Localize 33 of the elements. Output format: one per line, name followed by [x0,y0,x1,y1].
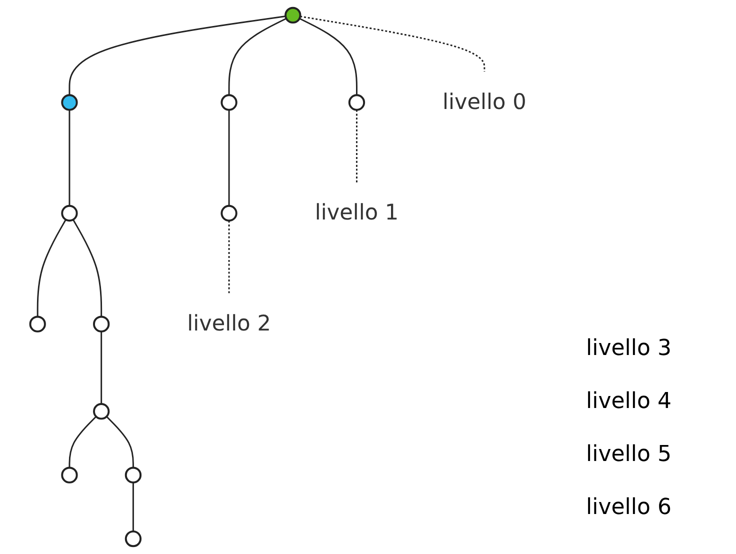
connector [72,219,102,317]
connector [68,110,70,206]
connector [299,18,358,96]
connector [36,219,66,317]
node-circle [61,204,78,222]
node-circle [124,530,142,548]
connector [228,18,287,96]
level-label: livello 3 [586,336,672,361]
connector [228,110,230,206]
connector [356,110,358,182]
node-circle [93,403,110,420]
node-circle [220,94,238,111]
node-circle [61,466,78,484]
level-label: livello 4 [586,389,672,414]
level-label: livello 6 [586,495,672,520]
connector [132,482,134,532]
node-circle [29,316,46,332]
connector [106,416,134,468]
node-circle [348,94,366,111]
node-circle [93,316,110,332]
node-circle [61,94,78,111]
level-label: livello 5 [586,442,672,467]
node-text: livello 0 [442,90,526,115]
node-circle [124,466,142,484]
connector [68,416,97,468]
connector [100,331,102,404]
connector [228,220,230,294]
connector [300,16,486,72]
node-circle [284,6,302,24]
node-circle [220,204,238,222]
node-text: livello 2 [187,312,271,336]
node-text: livello 1 [314,201,399,226]
connector [68,16,286,96]
